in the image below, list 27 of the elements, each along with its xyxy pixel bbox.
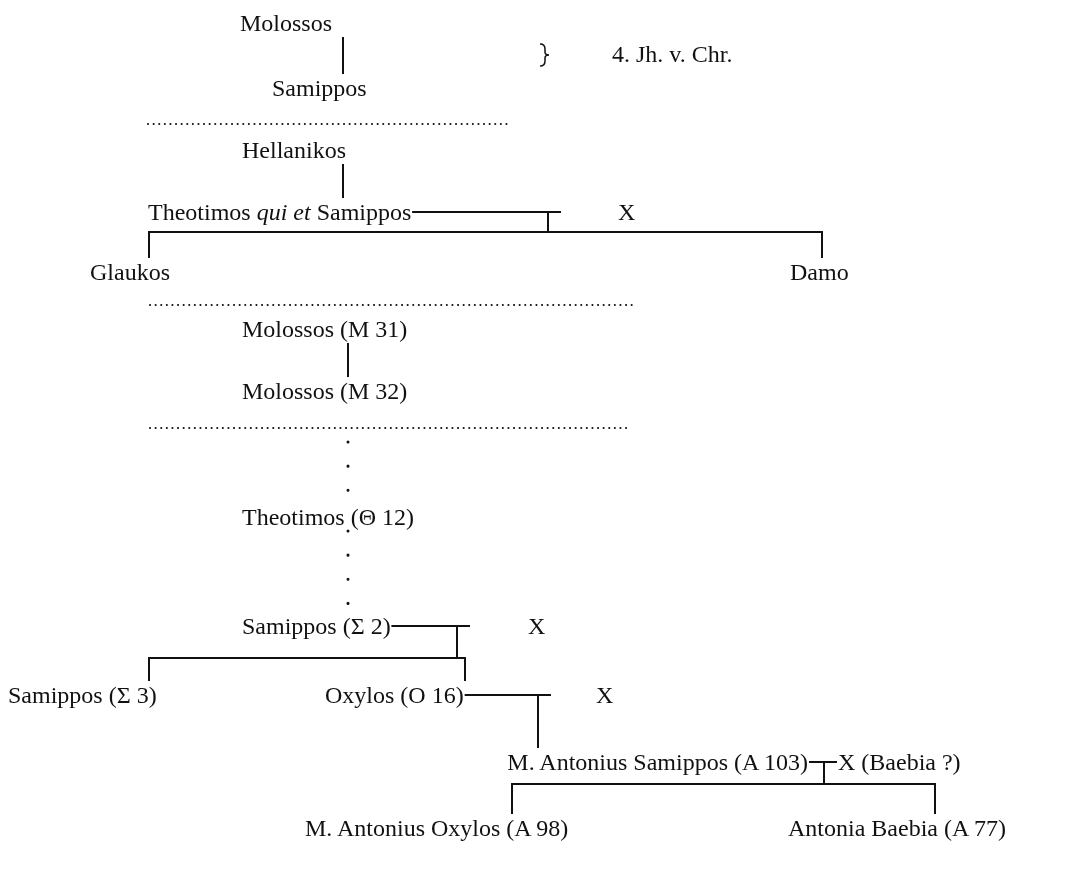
person-name: M. Antonius Samippos (A 103) bbox=[507, 749, 808, 775]
person-name: Theotimos (Θ 12) bbox=[242, 504, 414, 530]
person-name: Hellanikos bbox=[242, 137, 346, 163]
descent-line bbox=[342, 36, 344, 75]
person-name: Molossos (M 31) bbox=[242, 316, 408, 342]
descent-line bbox=[347, 342, 349, 378]
descent-line bbox=[390, 625, 471, 682]
person-name: Samippos (Σ 3) bbox=[8, 682, 157, 708]
spouse-mark: X bbox=[596, 682, 614, 708]
person-name: Antonia Baebia (A 77) bbox=[788, 815, 1006, 841]
person-name: Samippos bbox=[272, 75, 367, 101]
date-note: 4. Jh. v. Chr. bbox=[612, 41, 733, 67]
person-name: M. Antonius Oxylos (A 98) bbox=[305, 815, 569, 841]
person-name: Molossos (M 32) bbox=[242, 378, 408, 404]
person-name: Damo bbox=[790, 259, 849, 285]
descent-line bbox=[463, 694, 552, 749]
spouse-mark: X bbox=[618, 199, 636, 225]
descent-line bbox=[808, 761, 936, 815]
descent-line bbox=[411, 211, 823, 259]
spouse-mark: X bbox=[528, 613, 546, 639]
person-name: Glaukos bbox=[90, 259, 170, 285]
person-name: Theotimos qui et Samippos bbox=[148, 199, 412, 225]
spouse-mark: X (Baebia ?) bbox=[838, 749, 961, 775]
person-name: Oxylos (O 16) bbox=[325, 682, 464, 708]
person-name: Samippos (Σ 2) bbox=[242, 613, 391, 639]
person-name: Molossos bbox=[240, 10, 333, 36]
descent-line bbox=[342, 163, 344, 199]
